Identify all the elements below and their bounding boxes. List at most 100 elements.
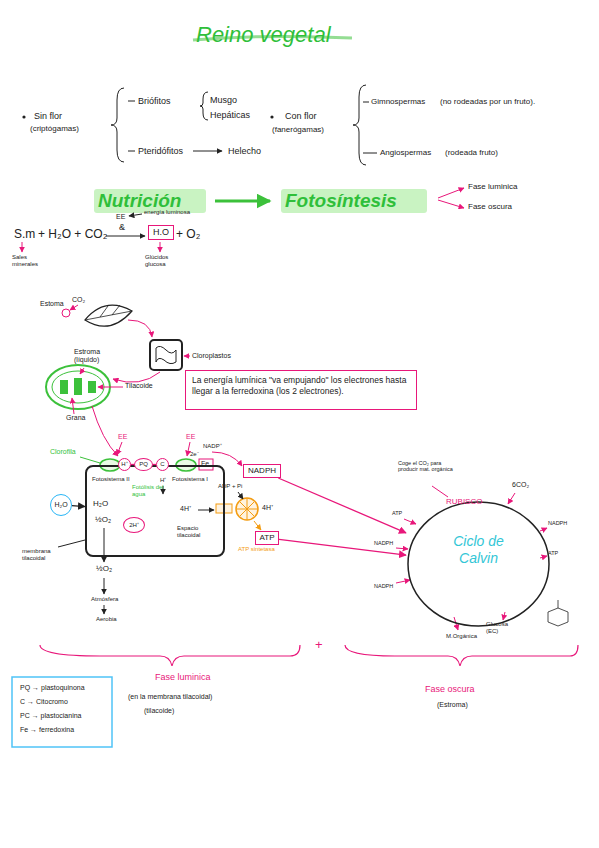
- arrow: [540, 556, 547, 558]
- text-label: Fotólisis del agua: [132, 484, 172, 498]
- text-label: Fase oscura: [468, 202, 512, 211]
- text-label: (Estroma): [437, 701, 468, 709]
- node-text: Ciclo de Calvin: [451, 533, 506, 567]
- dash: [128, 101, 135, 102]
- text-label: 6CO₂: [512, 481, 529, 489]
- legend-text: Fe → ferredoxina: [20, 726, 74, 733]
- text-label: NADPH: [374, 583, 393, 589]
- arrow: [22, 242, 23, 252]
- node-text: Espacio tilacoidal: [177, 525, 222, 539]
- text-label: Fase oscura: [425, 684, 475, 694]
- glucose-ring: [558, 600, 559, 608]
- node-box: H.O: [148, 225, 174, 240]
- arrow: [238, 492, 243, 499]
- connector: [72, 505, 85, 507]
- arrow: [396, 548, 408, 549]
- arrow: [438, 188, 464, 198]
- chloroplast: [150, 340, 182, 370]
- text-label: Sales minerales: [12, 254, 47, 268]
- arrow: [540, 528, 547, 531]
- leader-line: [184, 356, 190, 357]
- text-label: NADPH: [374, 540, 393, 546]
- text-label: ATP: [392, 510, 402, 516]
- arrow: [92, 406, 118, 456]
- light-arrow: [187, 442, 190, 456]
- text-label: ½O₂: [95, 515, 111, 524]
- text-label: Hepáticas: [210, 110, 250, 120]
- arrow: [113, 372, 160, 382]
- brace: [353, 85, 366, 165]
- legend-row: C → Citocromo: [20, 698, 68, 706]
- granum: [60, 380, 68, 394]
- text-label: Coge el CO₂ para producir mat. orgánica: [398, 460, 458, 473]
- text-label: NADP⁺: [203, 443, 222, 450]
- text-label: Atmósfera: [91, 596, 118, 603]
- node-text: H⁺: [119, 459, 130, 470]
- text-label: Tilacoide: [125, 382, 153, 390]
- atp-synthase: [236, 498, 258, 520]
- text-label: + H₂O + CO₂: [38, 228, 107, 242]
- arrow: [254, 521, 261, 530]
- text-label: Estroma (líquido): [74, 348, 114, 364]
- leader-line: [432, 486, 448, 497]
- text-label: +: [315, 638, 323, 653]
- arrow: [128, 320, 152, 337]
- text-label: S.m: [14, 228, 35, 242]
- text-label: RUBISCO: [446, 497, 482, 506]
- granum: [88, 381, 96, 393]
- arrow: [104, 605, 105, 614]
- node-text: ATP: [256, 532, 278, 543]
- text-label: Glucosa (EC): [486, 621, 521, 635]
- connector: [278, 478, 406, 533]
- text-label: 4H⁺: [262, 504, 273, 512]
- text-label: Briófitos: [138, 96, 171, 106]
- text-label: ADP + Pi: [218, 483, 242, 490]
- chloroplast-large: [46, 365, 110, 409]
- arrow: [508, 493, 515, 504]
- arrow: [160, 242, 161, 252]
- node-box: NADPH: [243, 464, 281, 478]
- text-label: &: [119, 222, 125, 232]
- reaction-arrow: [106, 236, 145, 237]
- text-label: Glúcidos glucosa: [145, 254, 177, 268]
- text-label: Fase luminica: [468, 182, 517, 191]
- text-label: H₂O: [93, 499, 108, 508]
- text-label: Musgo: [210, 95, 237, 105]
- text-label: Estoma: [40, 300, 64, 308]
- text-label: (rodeada fruto): [445, 148, 498, 157]
- node-text: NADPH: [244, 465, 280, 476]
- leaf-vein: [85, 305, 132, 320]
- legend-text: C → Citocromo: [20, 698, 68, 705]
- connector: [279, 539, 406, 555]
- node-text: H₂O: [51, 495, 71, 514]
- text-label: Fe: [201, 460, 209, 468]
- legend-row: PC → plastocianina: [20, 712, 81, 720]
- arrow: [193, 151, 222, 152]
- brace: [345, 645, 578, 666]
- connector: [131, 464, 134, 465]
- connector: [153, 464, 156, 465]
- arrow: [198, 510, 214, 511]
- text-label: Fotosistema I: [172, 476, 208, 483]
- text-label: membrana tilacoidal: [22, 548, 62, 562]
- granum: [74, 378, 82, 395]
- text-label: NADPH: [548, 520, 567, 526]
- node-box: La energía lumínica "va empujando" los e…: [185, 370, 417, 410]
- text-label: Con flor: [285, 111, 317, 121]
- node-text: 2H⁺: [124, 518, 144, 532]
- text-label: ATP: [548, 550, 558, 556]
- node-box: H⁺: [118, 458, 131, 471]
- arrow: [396, 580, 410, 583]
- node-text: La energía lumínica "va empujando" los e…: [192, 375, 410, 397]
- text-label: Angiospermas: [380, 148, 431, 157]
- text-label: (no rodeadas por un fruto).: [440, 97, 535, 106]
- page-title: Reino vegetal: [196, 22, 331, 47]
- node-text: C: [157, 459, 168, 470]
- highlight: [281, 189, 427, 213]
- chloroplast-fold: [156, 346, 176, 363]
- text-label: 4H⁺: [180, 505, 191, 513]
- node-box: 2H⁺: [123, 517, 145, 533]
- legend-frame: [12, 677, 112, 747]
- arrow: [404, 519, 416, 524]
- legend-text: PC → plastocianina: [20, 712, 81, 719]
